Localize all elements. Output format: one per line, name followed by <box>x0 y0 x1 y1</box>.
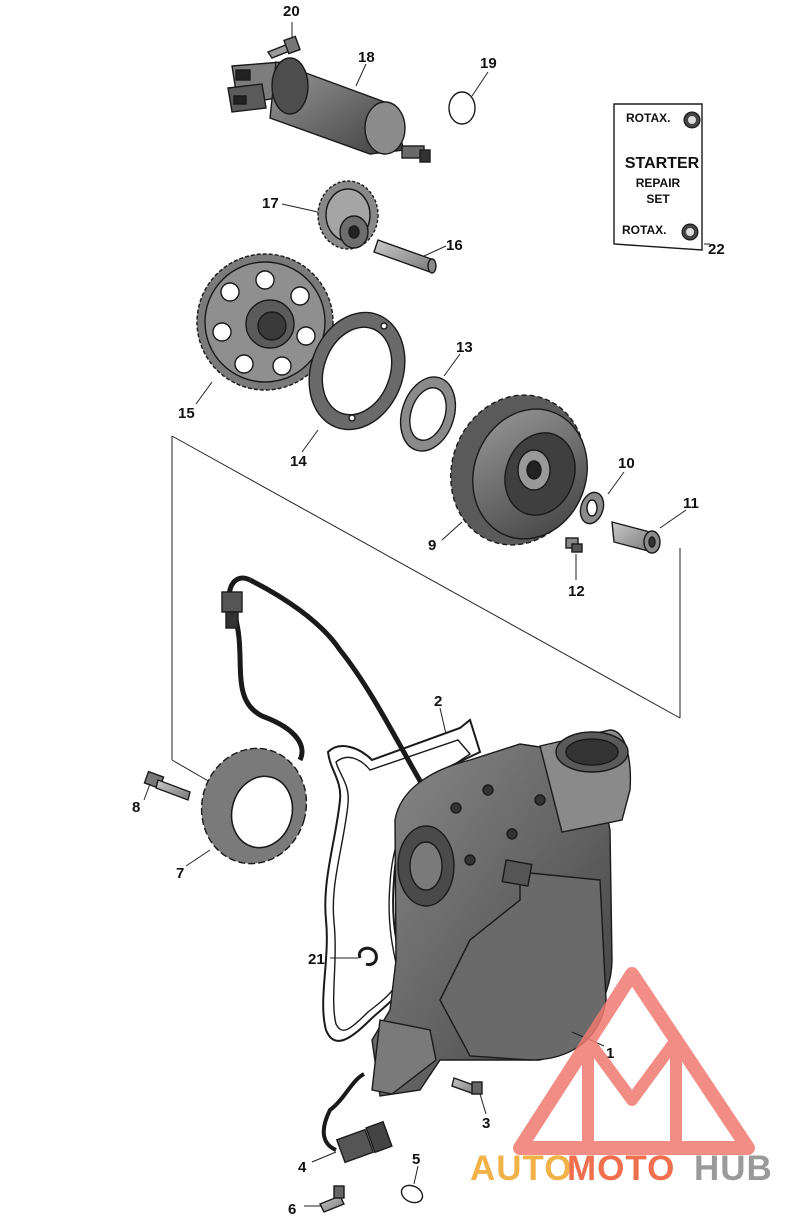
wire-clip <box>357 946 378 966</box>
kit-brand-bottom: ROTAX. <box>622 223 666 237</box>
callout-18: 18 <box>358 49 375 66</box>
callout-1: 1 <box>606 1045 614 1062</box>
magneto-stator <box>200 747 308 865</box>
callout-5: 5 <box>412 1151 420 1168</box>
stator-screw <box>143 770 191 801</box>
callout-14: 14 <box>290 453 307 470</box>
callout-2: 2 <box>434 693 442 710</box>
magneto-rotor <box>450 394 588 546</box>
starter-bolt <box>266 35 301 59</box>
callout-12: 12 <box>568 583 585 600</box>
position-sensor <box>321 1072 393 1164</box>
callout-16: 16 <box>446 237 463 254</box>
callout-10: 10 <box>618 455 635 472</box>
callout-4: 4 <box>298 1159 307 1176</box>
rotor-screw <box>565 537 583 553</box>
kit-line-starter: STARTER <box>625 155 700 172</box>
automotohub-watermark: AUTO MOTO HUB <box>470 967 773 1188</box>
callout-17: 17 <box>262 195 279 212</box>
one-way-clutch <box>308 311 406 431</box>
starter-motor <box>227 57 431 163</box>
assembly-boundary <box>171 435 681 783</box>
callout-numbers: 20 18 19 17 16 22 13 15 14 10 11 9 12 2 … <box>132 3 725 1218</box>
callout-20: 20 <box>283 3 300 20</box>
clutch-bearing <box>399 376 457 452</box>
gear-shaft <box>373 239 437 274</box>
sensor-o-ring <box>400 1184 424 1204</box>
callout-15: 15 <box>178 405 195 422</box>
cover-screw <box>451 1077 483 1095</box>
watermark-word-moto: MOTO <box>567 1149 675 1188</box>
magneto-cover <box>371 729 632 1097</box>
callout-3: 3 <box>482 1115 490 1132</box>
starter-ring-gear <box>196 253 334 391</box>
watermark-word-auto: AUTO <box>470 1149 573 1188</box>
kit-line-repair: REPAIR <box>636 176 681 190</box>
callout-8: 8 <box>132 799 140 816</box>
rotor-bolt <box>611 521 661 554</box>
watermark-word-hub: HUB <box>694 1149 773 1188</box>
sensor-screw <box>319 1185 345 1213</box>
callout-9: 9 <box>428 537 436 554</box>
callout-22: 22 <box>708 241 725 258</box>
callout-21: 21 <box>308 951 325 968</box>
intermediate-gear <box>317 180 379 250</box>
callout-11: 11 <box>683 495 699 512</box>
watermark-logo-icon <box>513 967 755 1155</box>
leader-lines <box>143 22 710 1207</box>
callout-6: 6 <box>288 1201 296 1218</box>
callout-19: 19 <box>480 55 497 72</box>
kit-brand-top: ROTAX. <box>626 111 670 125</box>
kit-line-set: SET <box>646 192 670 206</box>
callout-13: 13 <box>456 339 473 356</box>
starter-repair-kit-card: ROTAX. STARTER REPAIR SET ROTAX. <box>613 103 703 251</box>
callout-7: 7 <box>176 865 184 882</box>
rotor-washer <box>579 491 605 525</box>
o-ring <box>448 91 476 125</box>
